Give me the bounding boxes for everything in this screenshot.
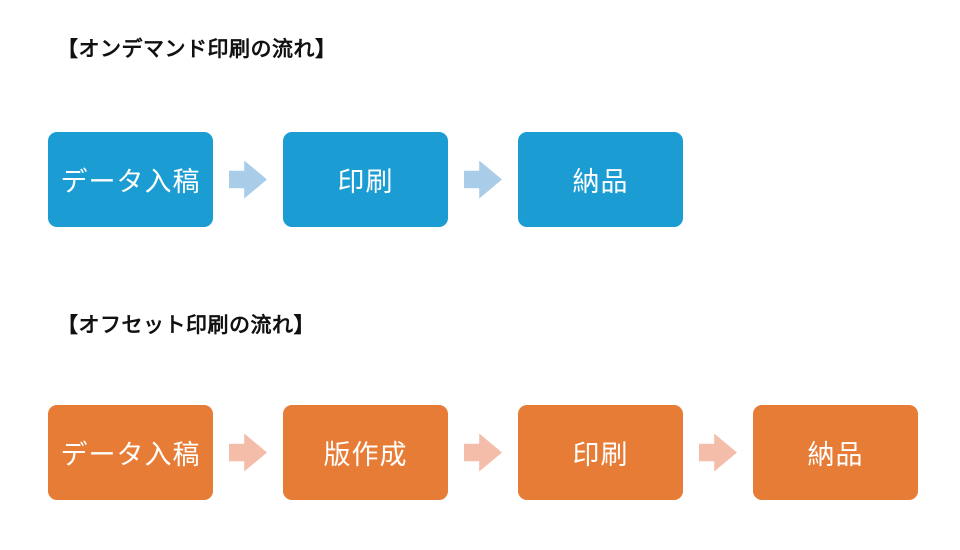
step-label: 版作成 — [323, 440, 408, 470]
step-label: 印刷 — [572, 440, 629, 470]
arrow-right-icon — [229, 433, 267, 472]
step-label: データ入稿 — [60, 167, 201, 197]
arrow-right-icon — [464, 160, 502, 199]
flow-offset-row: データ入稿 版作成 印刷 納品 — [48, 405, 918, 500]
flow-ondemand-row: データ入稿 印刷 納品 — [48, 132, 683, 227]
flow-title-ondemand: 【オンデマンド印刷の流れ】 — [57, 38, 337, 61]
step-box-data-submission: データ入稿 — [48, 405, 213, 500]
step-box-print: 印刷 — [283, 132, 448, 227]
step-box-delivery: 納品 — [518, 132, 683, 227]
flow-title-offset: 【オフセット印刷の流れ】 — [57, 314, 315, 337]
arrow-right-icon — [229, 160, 267, 199]
step-box-data-submission: データ入稿 — [48, 132, 213, 227]
step-box-delivery: 納品 — [753, 405, 918, 500]
step-label: データ入稿 — [60, 440, 201, 470]
step-label: 印刷 — [337, 167, 394, 197]
step-box-plate-making: 版作成 — [283, 405, 448, 500]
step-label: 納品 — [807, 440, 864, 470]
arrow-right-icon — [464, 433, 502, 472]
arrow-right-icon — [699, 433, 737, 472]
step-label: 納品 — [572, 167, 629, 197]
step-box-print: 印刷 — [518, 405, 683, 500]
